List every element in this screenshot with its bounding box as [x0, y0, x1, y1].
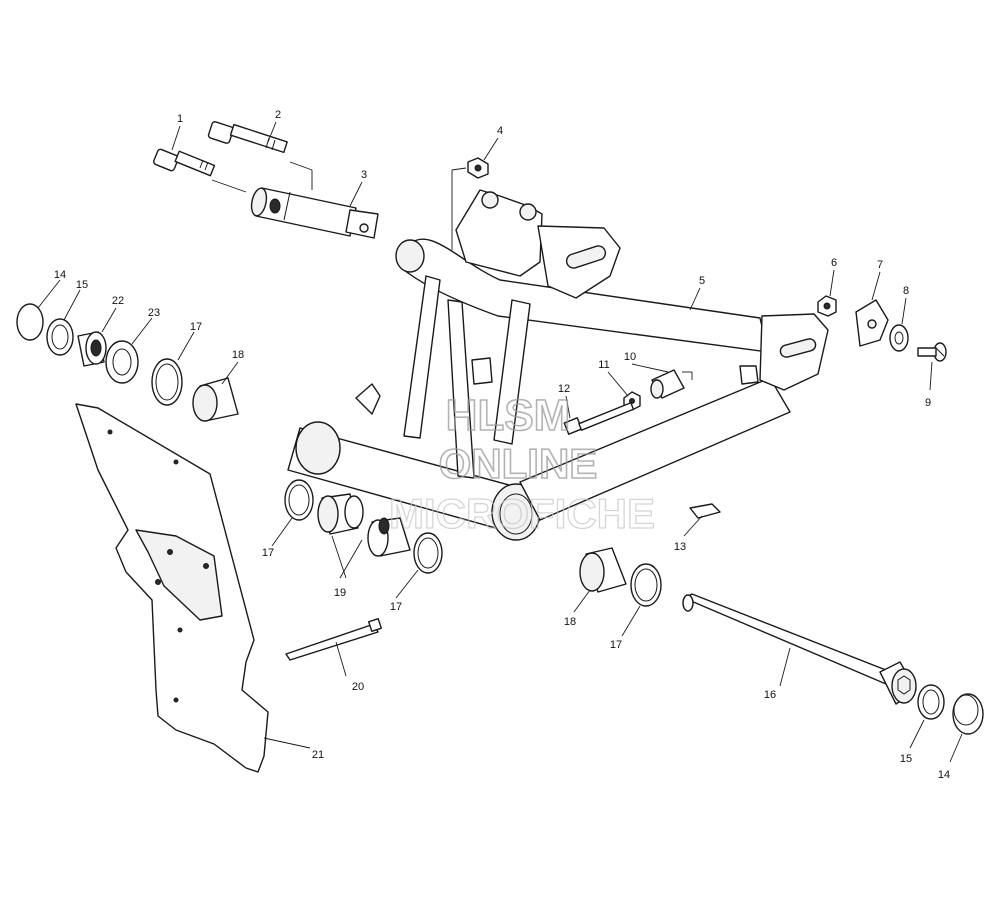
- callout-8: 8: [903, 285, 909, 297]
- callout-14-right: 14: [938, 769, 950, 781]
- callout-18-top: 18: [232, 349, 244, 361]
- part-9-screw: [917, 342, 947, 362]
- callout-22: 22: [112, 295, 124, 307]
- callout-2: 2: [275, 109, 281, 121]
- watermark-line-2: ONLINE: [439, 440, 598, 487]
- callout-4: 4: [497, 125, 503, 137]
- part-4-nut: [467, 157, 489, 179]
- part-21-mud-flap: [75, 403, 269, 773]
- part-14-cap-left: [16, 303, 44, 341]
- part-13-clip: [689, 503, 721, 519]
- part-17-seal-right: [630, 563, 662, 607]
- callout-16: 16: [764, 689, 776, 701]
- part-18-sleeve-right: [579, 547, 627, 593]
- callout-15-right: 15: [900, 753, 912, 765]
- callout-21: 21: [312, 749, 324, 761]
- part-6-nut: [817, 295, 837, 317]
- part-17-seal-mid: [413, 532, 443, 574]
- callout-13: 13: [674, 541, 686, 553]
- part-22-bushing: [77, 331, 107, 367]
- watermark-line-1: HLSM: [446, 391, 571, 440]
- callout-12: 12: [558, 383, 570, 395]
- callout-3: 3: [361, 169, 367, 181]
- watermark-line-3: MICROFICHE: [389, 490, 655, 537]
- part-3-pivot-shaft: [250, 187, 379, 239]
- part-20-cable-tie: [285, 617, 383, 661]
- callout-14-left: 14: [54, 269, 66, 281]
- callout-17-left: 17: [262, 547, 274, 559]
- part-17-seal-top: [151, 358, 183, 406]
- callout-7: 7: [877, 259, 883, 271]
- part-12-bolt: [563, 402, 635, 435]
- callout-23: 23: [148, 307, 160, 319]
- callout-18-right: 18: [564, 616, 576, 628]
- part-15-washer-right: [917, 684, 945, 720]
- callout-6: 6: [831, 257, 837, 269]
- part-14-cap-right: [952, 693, 984, 735]
- part-23-ring: [105, 340, 139, 384]
- part-7-clip: [855, 299, 889, 347]
- watermark: HLSM ONLINE MICROFICHE: [388, 390, 655, 537]
- callout-20: 20: [352, 681, 364, 693]
- callout-5: 5: [699, 275, 705, 287]
- part-1-bolt: [153, 148, 216, 177]
- part-16-axle: [682, 593, 917, 705]
- part-17-seal-left: [284, 479, 314, 521]
- part-2-bolt: [207, 121, 288, 154]
- part-5-swing-arm-frame: [287, 189, 829, 541]
- part-8-washer: [889, 324, 909, 352]
- callout-11: 11: [598, 359, 609, 371]
- callout-17-top: 17: [190, 321, 202, 333]
- part-10-spacer: [650, 369, 685, 399]
- part-15-washer-left: [46, 318, 74, 356]
- callout-9: 9: [925, 397, 931, 409]
- part-18-sleeve-top: [192, 377, 239, 422]
- callout-1: 1: [177, 113, 183, 125]
- callout-19: 19: [334, 587, 346, 599]
- leader-lines: [37, 121, 963, 763]
- callout-10: 10: [624, 351, 636, 363]
- part-19-bushings: [317, 493, 411, 557]
- callout-17-right: 17: [610, 639, 622, 651]
- callout-numbers: 1 2 3 4 5 6 7 8 9 10 11 12 13 14 15 22 2…: [54, 109, 950, 781]
- callout-15-left: 15: [76, 279, 88, 291]
- callout-17-mid: 17: [390, 601, 402, 613]
